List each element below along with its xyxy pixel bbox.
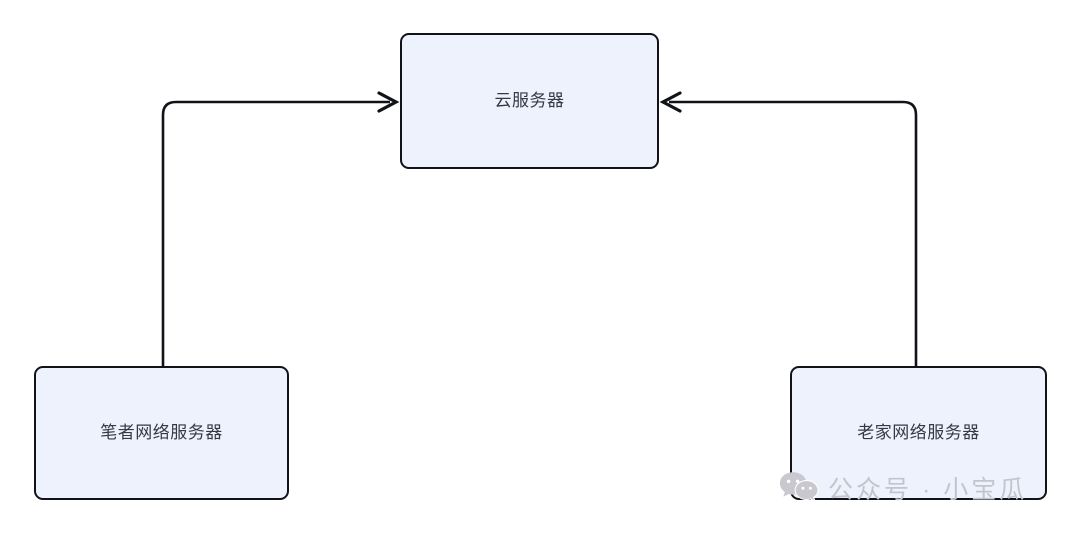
node-author-network-server-label: 笔者网络服务器 <box>100 423 223 443</box>
node-cloud-server-label: 云服务器 <box>494 91 565 111</box>
node-home-network-server[interactable]: 老家网络服务器 <box>790 366 1047 500</box>
edge-home-to-cloud <box>659 91 918 366</box>
arrowhead-right-icon <box>377 91 400 113</box>
node-author-network-server[interactable]: 笔者网络服务器 <box>34 366 289 500</box>
node-home-network-server-label: 老家网络服务器 <box>857 423 980 443</box>
edge-author-to-cloud <box>161 91 400 366</box>
node-cloud-server[interactable]: 云服务器 <box>400 33 659 169</box>
arrowhead-left-icon <box>659 91 682 113</box>
